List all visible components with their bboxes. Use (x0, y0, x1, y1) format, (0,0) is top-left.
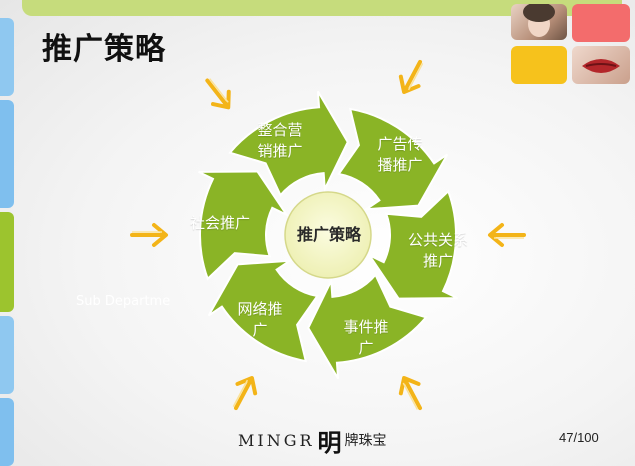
segment-label-event: 事件推 广 (326, 317, 406, 359)
segment-label-line: 事件推 (343, 318, 389, 336)
slide-title: 推广策略 (42, 32, 166, 67)
cycle-segment-public-relations (366, 189, 458, 300)
rail-segment-blue-4 (0, 398, 14, 466)
segment-label-line: 广 (252, 321, 268, 339)
segment-label-line: 广 (358, 339, 374, 357)
segment-label-line: 网络推 (237, 300, 283, 318)
cycle-segment-advertising (337, 107, 449, 211)
yellow-pointer-arrow (398, 376, 423, 411)
segment-label-advertising: 广告传 播推广 (360, 134, 440, 176)
rail-segment-green (0, 212, 14, 312)
yellow-pointer-arrow (488, 223, 526, 247)
segment-label-line: 公共关系 (407, 231, 468, 249)
top-accent-bar (22, 0, 622, 16)
cycle-segment-online (207, 259, 319, 363)
yellow-pointer-arrow (398, 59, 424, 94)
segment-label-line: 社会推广 (189, 214, 250, 232)
segment-label-public-relations: 公共关系 推广 (395, 230, 481, 272)
yellow-pointer-arrow (205, 78, 231, 110)
brand-latin: MINGR (238, 430, 315, 450)
segment-label-line: 推广 (422, 252, 453, 270)
brand-mark: 明 (317, 427, 342, 457)
segment-label-line: 广告传 (377, 135, 423, 153)
segment-label-social: 社会推广 (176, 213, 264, 234)
cycle-segment-social (198, 170, 290, 281)
yellow-pointer-arrow (130, 223, 168, 247)
center-circle (284, 191, 372, 279)
faint-department-text: Sub Departme (76, 294, 171, 309)
segment-label-integrated-marketing: 整合营 销推广 (240, 120, 320, 162)
rail-segment-blue-1 (0, 18, 14, 96)
yellow-pointer-arrow (232, 376, 258, 411)
center-label: 推广策略 (296, 225, 361, 244)
segment-label-line: 播推广 (377, 156, 423, 174)
segment-label-line: 整合营 (257, 121, 303, 139)
rail-segment-blue-3 (0, 316, 14, 394)
yellow-tile (511, 46, 567, 84)
segment-label-line: 销推广 (257, 142, 303, 160)
red-tile (572, 4, 630, 42)
cycle-segment-integrated-marketing (228, 90, 349, 197)
brand-chinese: 牌珠宝 (344, 433, 387, 449)
lips-photo (572, 46, 630, 84)
portrait-photo (511, 4, 567, 40)
cycle-segment-event (307, 273, 428, 380)
brand-logo: MINGR 明 牌珠宝 (238, 428, 387, 457)
segment-label-online: 网络推 广 (220, 299, 300, 341)
left-color-rail (0, 0, 14, 466)
page-number: 47/100 (559, 430, 599, 445)
rail-segment-blue-2 (0, 100, 14, 208)
